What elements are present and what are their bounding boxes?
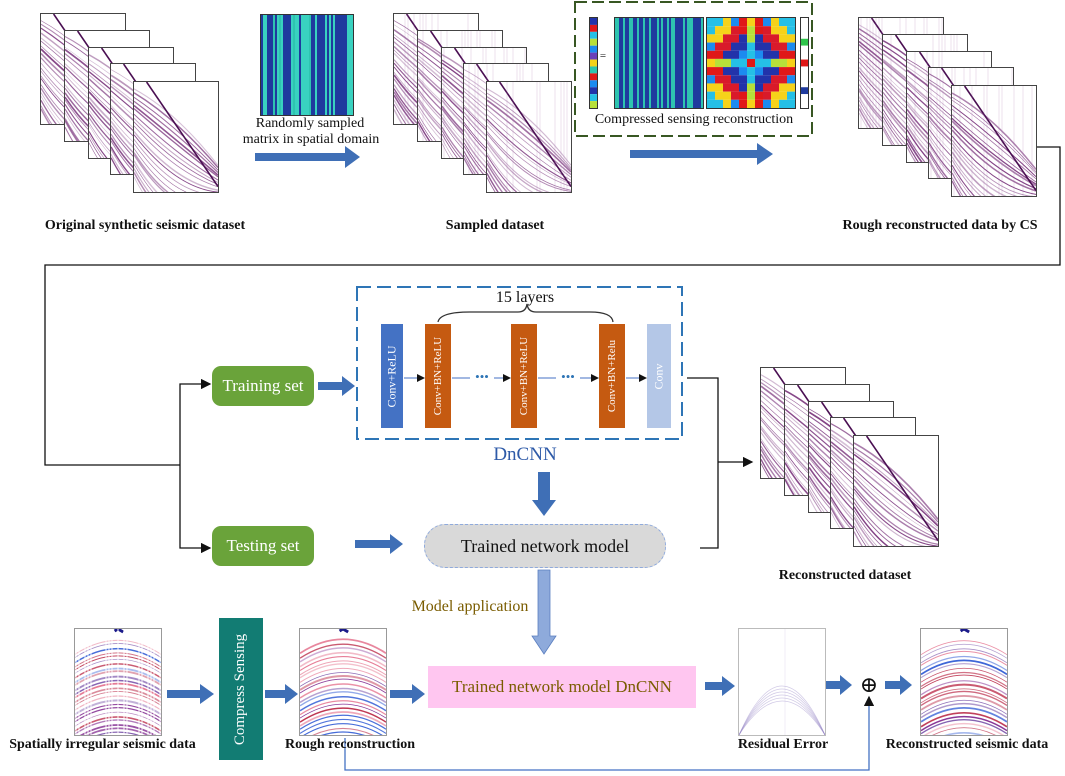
layer-conv-bn-relu-2-label: Conv+BN+ReLU [518,336,531,416]
caption-sampled: Sampled dataset [445,218,545,233]
model-application-label: Model application [411,598,529,615]
compress-sensing-label: Compress Sensing [232,633,249,745]
cs-basis-matrix [706,17,796,109]
rough-reconstruction-image [299,627,387,754]
seismic-card [133,81,219,193]
layer-conv-relu: Conv+ReLU [381,324,403,428]
dncnn-panel-border [356,286,683,440]
arrow-plus-final [885,675,912,695]
routing-to-testing [179,465,212,554]
reconstructed-dataset-stack [760,367,939,567]
cs-reconstruction-label: Compressed sensing reconstruction [594,112,794,127]
seismic-card [486,81,572,193]
random-matrix-label-1: Randomly sampled [255,116,365,131]
caption-reconstructed-seismic: Reconstructed seismic data [885,737,1049,752]
trained-model-box[interactable]: Trained network model [424,524,666,568]
caption-rough-reconstruction: Rough reconstruction [284,737,416,752]
caption-original: Original synthetic seismic dataset [44,218,246,233]
trained-model-dncnn-box[interactable]: Trained network model DnCNN [428,666,696,708]
sum-operator-icon: ⊕ [857,673,881,697]
arrow-rough-model [390,684,425,704]
arrow-model-residual [705,676,735,696]
arrow-to-sampled [255,146,360,168]
caption-residual-error: Residual Error [737,737,829,752]
original-dataset-stack [40,13,219,213]
dots-1: ••• [475,369,489,384]
arrow-testing [355,534,403,554]
compress-sensing-block[interactable]: Compress Sensing [219,618,263,760]
skip-connection [344,695,875,771]
random-sampling-matrix [260,14,354,116]
dots-2: ••• [561,369,575,384]
layer-conv-bn-relu-1-label: Conv+BN+ReLU [432,336,445,416]
cs-panel-border [574,1,813,137]
block-arrows [167,143,912,704]
layer-conv-label: Conv [651,362,666,390]
trained-model-label: Trained network model [460,535,630,556]
arrow-model-application [531,569,557,655]
layer-conv-bn-relu-3: Conv+BN+Relu [599,324,625,428]
random-matrix-label-2: matrix in spatial domain [242,132,380,147]
layer-conv-bn-relu-2: Conv+BN+ReLU [511,324,537,428]
cs-sparse-vector [800,17,809,109]
seismic-card [951,85,1037,197]
caption-reconstructed-dataset: Reconstructed dataset [778,568,912,583]
layers-brace [437,303,614,323]
irregular-seismic-image [74,627,162,755]
rough-cs-stack [858,17,1037,217]
routing-from-dncnn [687,377,719,549]
seismic-card [853,435,939,547]
routing-to-training [179,378,212,465]
sum-operator-label: ⊕ [859,672,879,697]
training-set-button[interactable]: Training set [212,366,314,406]
residual-error-image [738,628,826,736]
reconstructed-seismic-image [920,627,1008,756]
equals-sign: = [599,50,607,62]
sampled-dataset-stack [393,13,572,213]
layer-conv-bn-relu-3-label: Conv+BN+Relu [606,339,618,413]
layers-count-label: 15 layers [495,289,555,306]
trained-model-dncnn-label: Trained network model DnCNN [452,677,672,696]
arrow-dncnn-down [532,472,556,516]
arrow-training [318,376,355,396]
cs-sensing-matrix [614,17,704,109]
layer-conv-relu-label: Conv+ReLU [384,344,399,408]
testing-set-button[interactable]: Testing set [212,526,314,566]
layer-conv: Conv [647,324,671,428]
cs-measurement-vector [589,17,598,109]
routing-line-top [44,146,1061,466]
arrow-cs-rough [265,684,298,704]
arrow-residual-plus [826,675,852,695]
layer-conv-bn-relu-1: Conv+BN+ReLU [425,324,451,428]
dncnn-label: DnCNN [493,444,557,465]
arrow-cs [630,143,773,165]
arrow-irregular [167,684,214,704]
caption-irregular: Spatially irregular seismic data [9,737,196,752]
caption-rough-cs: Rough reconstructed data by CS [842,218,1038,233]
